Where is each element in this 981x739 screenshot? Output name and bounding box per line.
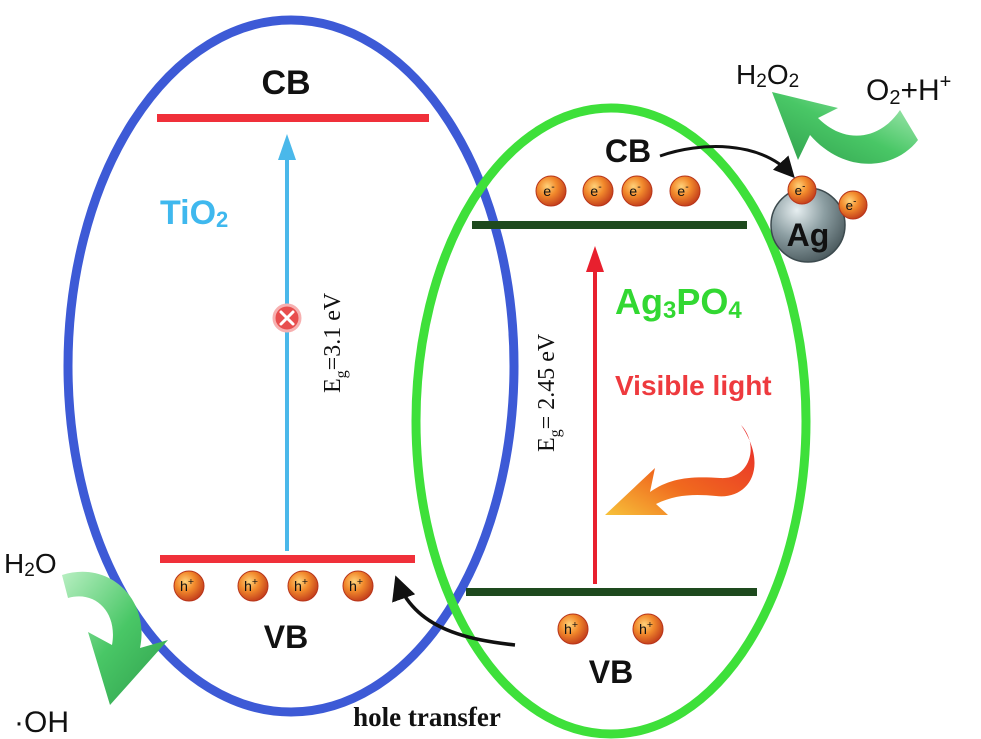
svg-text:e-: e- xyxy=(629,181,641,200)
electron-transfer-arrow xyxy=(659,145,795,179)
ag3po4-ellipse xyxy=(411,103,811,739)
svg-text:h+: h+ xyxy=(244,576,258,595)
oxidation-arrow xyxy=(62,571,168,705)
o2-h-label: O2+H+ xyxy=(866,71,951,109)
ag3po4-electron: e- xyxy=(535,175,567,207)
svg-text:e-: e- xyxy=(543,181,555,200)
ag3po4-cb-label: CB xyxy=(605,133,651,169)
ag3po4-hole: h+ xyxy=(557,613,589,645)
visible-light-label: Visible light xyxy=(615,370,772,401)
tio2-hole: h+ xyxy=(237,570,269,602)
ag-particle-label: Ag xyxy=(787,217,830,253)
tio2-hole: h+ xyxy=(287,570,319,602)
hole-transfer-label: hole transfer xyxy=(353,702,501,732)
tio2-cb-label: CB xyxy=(261,64,310,102)
reduction-arrow xyxy=(772,92,918,164)
ag3po4-bandgap-label: Eg= 2.45 eV xyxy=(534,333,564,452)
ag-electron: e- xyxy=(838,190,868,220)
tio2-bandgap-label: Eg=3.1 eV xyxy=(320,292,350,393)
svg-text:e-: e- xyxy=(590,181,602,200)
svg-text:h+: h+ xyxy=(564,619,578,638)
tio2-hole: h+ xyxy=(342,570,374,602)
tio2-vb-label: VB xyxy=(264,619,308,655)
tio2-ellipse xyxy=(63,15,519,717)
ag3po4-name: Ag3PO4 xyxy=(615,281,742,324)
svg-text:e-: e- xyxy=(795,181,806,198)
svg-text:h+: h+ xyxy=(294,576,308,595)
hole-transfer-arrow xyxy=(392,575,516,647)
svg-text:e-: e- xyxy=(846,196,857,213)
ag3po4-electron: e- xyxy=(582,175,614,207)
ag3po4-bandgap-arrowhead xyxy=(586,246,604,272)
blocked-icon xyxy=(272,303,302,333)
svg-text:e-: e- xyxy=(677,181,689,200)
ag3po4-electron: e- xyxy=(621,175,653,207)
h2o-label: H2O xyxy=(4,548,57,581)
oh-radical-label: ·OH xyxy=(14,706,69,739)
ag-electron: e- xyxy=(787,175,817,205)
tio2-bandgap-arrowhead xyxy=(278,134,296,160)
svg-text:h+: h+ xyxy=(639,619,653,638)
ag3po4-hole: h+ xyxy=(632,613,664,645)
svg-text:h+: h+ xyxy=(180,576,194,595)
svg-text:h+: h+ xyxy=(349,576,363,595)
ag3po4-vb-label: VB xyxy=(589,654,633,690)
tio2-name: TiO2 xyxy=(160,194,228,232)
ag3po4-electron: e- xyxy=(669,175,701,207)
visible-light-arrow xyxy=(605,425,755,515)
tio2-hole: h+ xyxy=(173,570,205,602)
h2o2-label: H2O2 xyxy=(736,59,799,92)
